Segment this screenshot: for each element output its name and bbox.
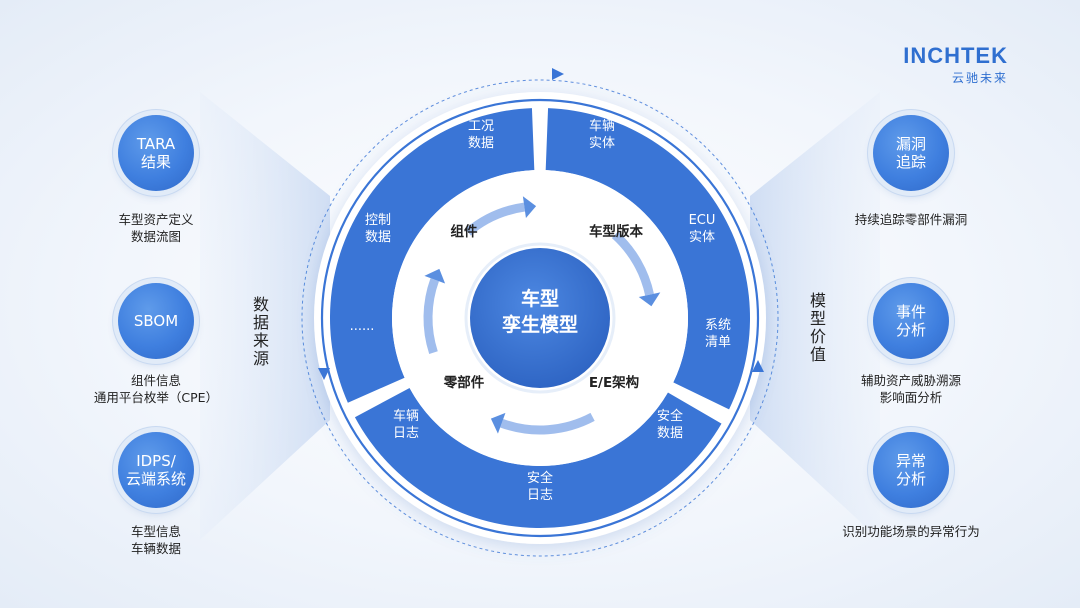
logo-subtext: 云驰未来 (951, 71, 1008, 85)
core-circle (470, 248, 610, 388)
vulnerability-caption: 持续追踪零部件漏洞 (854, 212, 968, 227)
event-analysis-bubble: 事件分析 (873, 283, 949, 359)
outer-label-security-data-2: 数据 (657, 426, 683, 441)
data-source-label: 数据来源 (252, 295, 269, 368)
ring-arrowhead-right (752, 360, 764, 372)
left-fan (200, 92, 330, 540)
inner-label-parts: 零部件 (443, 374, 485, 391)
inner-arrow-right (611, 231, 654, 296)
vulnerability-tracking-bubble: 漏洞追踪 (873, 115, 949, 191)
model-value-label: 模型价值 (809, 291, 826, 364)
inner-label-ee-architecture: E/E架构 (589, 374, 639, 391)
inner-label-vehicle-version: 车型版本 (589, 223, 643, 240)
ring-arrowhead-top (552, 68, 564, 80)
outer-label-vehicle-entity-1: 车辆 (589, 118, 615, 134)
inner-label-component: 组件 (451, 223, 478, 240)
idps-cloud-bubble: IDPS/云端系统 (118, 432, 194, 508)
core-rim (464, 242, 616, 394)
core-subtitle: 孪生模型 (502, 313, 578, 336)
outer-label-system-list-2: 清单 (705, 335, 731, 350)
anomaly-analysis-bubble: 异常分析 (873, 432, 949, 508)
outer-label-control-data-1: 控制 (365, 213, 391, 228)
outer-ring-line (320, 98, 760, 538)
anomaly-caption: 识别功能场景的异常行为 (842, 524, 980, 539)
right-fan (750, 92, 880, 540)
inner-arrow-bottom (500, 412, 595, 435)
tara-caption: 车型资产定义数据流图 (118, 212, 194, 244)
outer-label-security-log-1: 安全 (527, 470, 553, 486)
sbom-bubble: SBOM (118, 283, 194, 359)
outer-dashed-orbit (301, 79, 779, 557)
outer-label-ecu-entity-1: ECU (689, 213, 716, 228)
outer-label-ellipsis: ...... (350, 319, 375, 334)
ring-arrowhead-left (318, 368, 330, 380)
outer-label-security-data-1: 安全 (657, 408, 683, 424)
outer-label-control-data-2: 数据 (365, 230, 391, 245)
ring-segment-right (545, 108, 750, 410)
inner-arrow-left (423, 278, 440, 354)
inner-arrow-top-head (522, 196, 537, 218)
outer-label-system-list-1: 系统 (705, 318, 731, 333)
inner-arrow-top (465, 202, 526, 236)
inner-arrow-bottom-head (490, 412, 506, 434)
core-title: 车型 (521, 287, 559, 310)
outer-label-condition-data-1: 工况 (468, 119, 494, 134)
outer-label-vehicle-entity-2: 实体 (589, 136, 615, 151)
outer-label-vehicle-log-1: 车辆 (393, 408, 419, 424)
idps-caption: 车型信息车辆数据 (130, 524, 181, 556)
event-caption: 辅助资产威胁溯源影响面分析 (860, 373, 961, 405)
outer-label-condition-data-2: 数据 (468, 136, 494, 151)
ring-segment-left (329, 108, 535, 403)
logo-text: INCHTEK (903, 43, 1008, 68)
inner-cycle-arrows (423, 196, 661, 435)
brand-logo: INCHTEK 云驰未来 (903, 44, 1008, 86)
inner-arrow-right-head (638, 292, 661, 307)
outer-label-vehicle-log-2: 日志 (393, 426, 419, 441)
outer-label-ecu-entity-2: 实体 (689, 230, 715, 245)
outer-label-security-log-2: 日志 (527, 488, 553, 503)
sbom-caption: 组件信息通用平台枚举（CPE） (93, 373, 219, 405)
inner-arrow-left-head (424, 268, 446, 284)
ring-segment-bottom (354, 387, 722, 528)
